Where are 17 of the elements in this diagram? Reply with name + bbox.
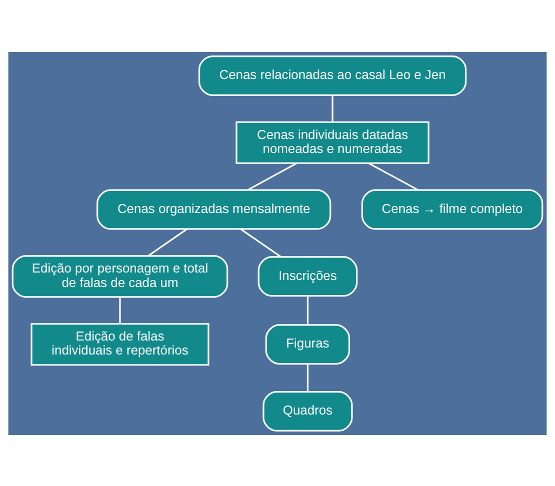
connector (247, 162, 298, 190)
node-box: Cenas relacionadas ao casal Leo e Jen (198, 55, 467, 96)
connector (306, 296, 309, 324)
node-box: Cenas individuais datadas nomeadas e numeradas (236, 120, 430, 164)
node-box: Edição de falas individuais e repertórios (30, 322, 210, 366)
node-box: Edição por personagem e total de falas de cada um (12, 254, 228, 298)
connector (240, 228, 282, 258)
connector (148, 228, 188, 256)
node-box: Figuras (265, 324, 350, 364)
connector (119, 296, 121, 324)
node-box: Cenas organizadas mensalmente (96, 188, 332, 230)
connector (332, 94, 334, 122)
connector (368, 162, 418, 190)
node-box: Quadros (262, 390, 353, 431)
node-box: Inscrições (258, 256, 358, 296)
node-box: Cenas → filme completo (361, 188, 544, 230)
connector (306, 363, 309, 392)
